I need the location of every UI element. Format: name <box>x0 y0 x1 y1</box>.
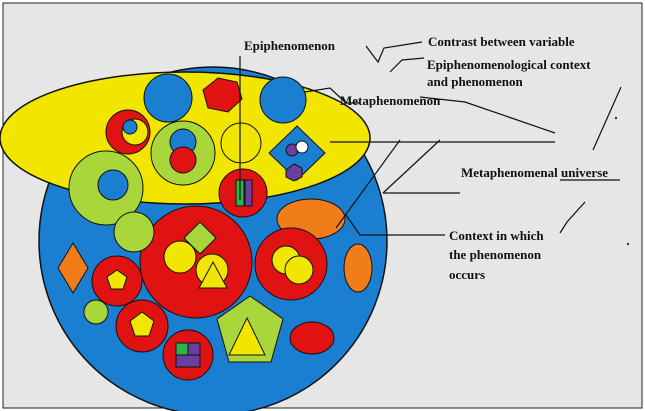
blue-dot-left <box>123 120 137 134</box>
stray-dot-1 <box>615 117 617 119</box>
label-universe: Metaphenomenal universe <box>461 165 608 180</box>
red-ellipse-bottom-right <box>290 322 334 354</box>
label-context-3: occurs <box>449 267 485 282</box>
blue-circle-top-right <box>260 77 306 123</box>
label-epiphenomenon: Epiphenomenon <box>244 38 336 53</box>
label-context-2: the phenomenon <box>449 247 542 262</box>
label-epi-context-2: and phenomenon <box>427 74 523 89</box>
white-dot <box>296 141 308 153</box>
blue-circle-top-left <box>144 74 192 122</box>
label-metaphenomenon: Metaphenomenon <box>340 93 441 108</box>
red-circle-large <box>140 206 252 318</box>
green-square <box>176 343 188 355</box>
orange-ellipse-right <box>344 244 372 292</box>
label-context-1: Context in which <box>449 228 544 243</box>
yellow-ring-right-b <box>285 256 313 284</box>
label-contrast: Contrast between variable <box>428 34 575 49</box>
red-circle-inner <box>170 147 196 173</box>
yellow-circle-center <box>221 123 261 163</box>
blue-circle-lower-left <box>98 170 128 200</box>
green-circle-bottom-left <box>84 300 108 324</box>
purple-bar <box>245 180 252 206</box>
purple-square-2 <box>176 355 200 367</box>
stray-dot-2 <box>627 243 629 245</box>
green-circle-mid <box>114 212 154 252</box>
purple-square <box>188 343 200 355</box>
label-epi-context-1: Epiphenomenological context <box>427 57 591 72</box>
